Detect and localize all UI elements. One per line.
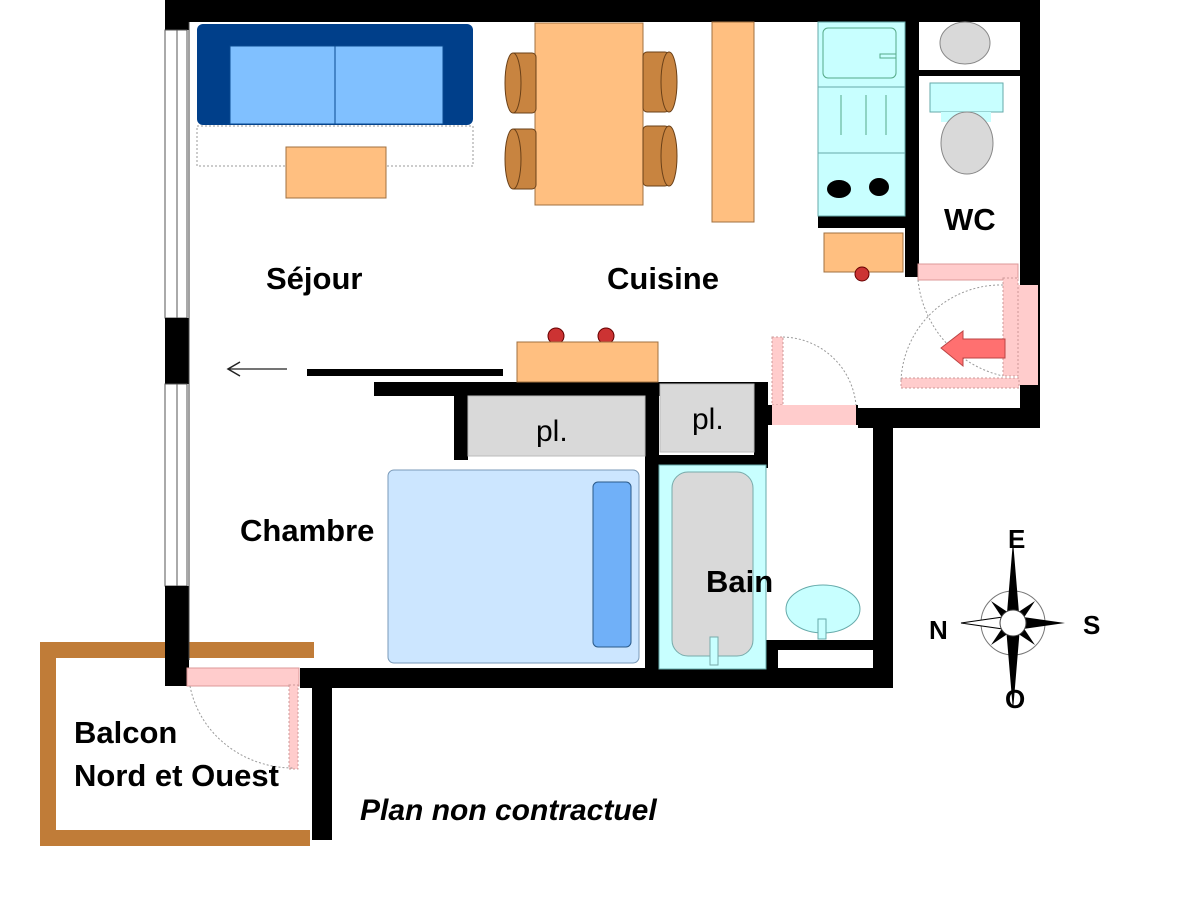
closet-1 <box>467 395 646 457</box>
stove-burner-icon <box>827 180 851 198</box>
compass-label-west: O <box>1005 684 1026 714</box>
compass-label-north: N <box>929 615 948 645</box>
stove-burner-icon <box>869 178 889 196</box>
entrance-arrow-icon <box>940 329 1006 368</box>
room-label-bain: Bain <box>706 564 774 599</box>
room-label-chambre: Chambre <box>240 513 375 548</box>
kitchen-table <box>823 232 904 273</box>
room-label-wc: WC <box>944 202 996 237</box>
room-label-balcon-orientation: Nord et Ouest <box>74 758 279 793</box>
room-label-cuisine: Cuisine <box>607 261 719 296</box>
coffee-table <box>285 146 387 199</box>
sliding-door-arrow-icon <box>226 361 287 377</box>
compass-rose-icon <box>960 541 1065 706</box>
dining-set <box>504 22 678 206</box>
kitchen-counter <box>711 21 755 223</box>
closet-label-1: pl. <box>536 415 568 448</box>
disclaimer-note: Plan non contractuel <box>360 794 657 827</box>
closet-label-2: pl. <box>692 403 724 436</box>
stool-icon <box>854 266 870 282</box>
bed <box>387 469 640 664</box>
compass-label-south: S <box>1083 610 1101 640</box>
sink <box>785 584 861 640</box>
balcony-door <box>186 667 300 770</box>
sofa <box>196 24 474 167</box>
bathroom-door <box>771 336 857 425</box>
entrance-door <box>900 263 1038 389</box>
wc-fixtures <box>929 21 1004 175</box>
west-facade <box>164 0 190 686</box>
room-label-sejour: Séjour <box>266 261 363 296</box>
kitchen-appliances <box>817 21 906 217</box>
room-label-balcon: Balcon <box>74 715 178 750</box>
compass-label-east: E <box>1008 524 1026 554</box>
bathtub <box>658 464 767 670</box>
closet-2 <box>659 383 755 453</box>
bar-bench <box>516 327 659 383</box>
